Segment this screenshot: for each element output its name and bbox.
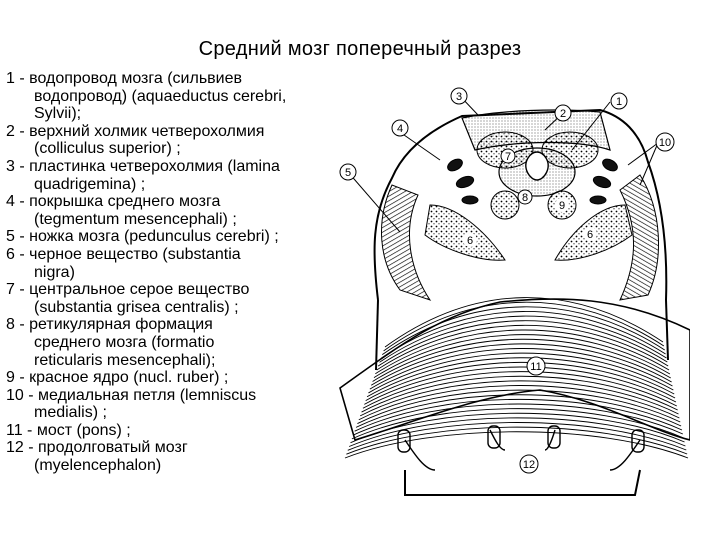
- legend: 1 - водопровод мозга (сильвиев водопрово…: [6, 70, 336, 475]
- label-1: 1: [611, 93, 627, 109]
- legend-line: medialis) ;: [6, 404, 336, 422]
- legend-item-12: 12 - продолговатый мозг (myelencephalon): [6, 439, 336, 474]
- cerebral-peduncle-left: [382, 185, 430, 300]
- legend-item-6: 6 - черное вещество (substantia nigra): [6, 246, 336, 281]
- aqueduct: [526, 152, 548, 180]
- legend-line: (tegmentum mesencephali) ;: [6, 211, 336, 229]
- red-nucleus-left: [491, 191, 519, 219]
- legend-line: (colliculus superior) ;: [6, 140, 336, 158]
- svg-text:8: 8: [522, 192, 528, 204]
- legend-item-11: 11 - мост (pons) ;: [6, 422, 336, 440]
- label-2: 2: [555, 105, 571, 121]
- legend-line: 1 - водопровод мозга (сильвиев: [6, 70, 242, 87]
- label-11: 11: [527, 357, 545, 375]
- legend-line: Sylvii);: [6, 105, 336, 123]
- pons-fibre: [374, 335, 670, 378]
- svg-text:7: 7: [505, 151, 511, 163]
- legend-line: 4 - покрышка среднего мозга: [6, 193, 220, 210]
- legend-line: водопровод) (aquaeductus cerebri,: [6, 88, 336, 106]
- pons-fibres: [345, 298, 688, 458]
- legend-item-4: 4 - покрышка среднего мозга (tegmentum m…: [6, 193, 336, 228]
- legend-line: среднего мозга (formatio: [6, 334, 336, 352]
- label-12: 12: [520, 455, 538, 473]
- label-6-right: 6: [583, 227, 597, 241]
- svg-text:11: 11: [530, 361, 541, 373]
- legend-item-3: 3 - пластинка четверохолмия (lamina quad…: [6, 158, 336, 193]
- svg-text:5: 5: [345, 167, 351, 179]
- pons-fibre: [362, 376, 678, 412]
- legend-line: 9 - красное ядро (nucl. ruber) ;: [6, 369, 228, 386]
- legend-item-9: 9 - красное ядро (nucl. ruber) ;: [6, 369, 336, 387]
- legend-line: 12 - продолговатый мозг: [6, 439, 188, 456]
- svg-text:1: 1: [616, 96, 622, 108]
- label-5: 5: [340, 164, 356, 180]
- legend-line: (myelencephalon): [6, 457, 336, 475]
- legend-item-7: 7 - центральное серое вещество (substant…: [6, 281, 336, 316]
- legend-line: 2 - верхний холмик четверохолмия: [6, 123, 264, 140]
- legend-line: 3 - пластинка четверохолмия (lamina: [6, 158, 280, 175]
- legend-item-2: 2 - верхний холмик четверохолмия (collic…: [6, 123, 336, 158]
- legend-line: quadrigemina) ;: [6, 176, 336, 194]
- midbrain-cross-section-figure: 1 2 3 4 5 6 6 7: [335, 78, 690, 523]
- pons-fibre: [360, 381, 678, 416]
- label-10: 10: [656, 133, 674, 151]
- svg-text:12: 12: [523, 459, 535, 471]
- legend-line: 11 - мост (pons) ;: [6, 422, 131, 439]
- label-8: 8: [518, 190, 532, 204]
- legend-line: reticularis mesencephali);: [6, 352, 336, 370]
- page-title: Средний мозг поперечный разрез: [0, 38, 720, 61]
- legend-line: 8 - ретикулярная формация: [6, 316, 213, 333]
- pons-fibre: [359, 385, 680, 419]
- legend-line: 7 - центральное серое вещество: [6, 281, 249, 298]
- svg-text:9: 9: [559, 200, 565, 212]
- svg-text:2: 2: [560, 108, 566, 120]
- legend-line: 10 - медиальная петля (lemniscus: [6, 387, 256, 404]
- legend-item-8: 8 - ретикулярная формация среднего мозга…: [6, 316, 336, 369]
- svg-text:10: 10: [659, 137, 671, 149]
- svg-text:4: 4: [397, 123, 403, 135]
- label-9: 9: [555, 198, 569, 212]
- legend-line: 5 - ножка мозга (pedunculus cerebri) ;: [6, 228, 279, 245]
- svg-text:6: 6: [587, 229, 593, 241]
- substantia-nigra-left: [425, 205, 505, 260]
- label-3: 3: [451, 88, 467, 104]
- legend-item-5: 5 - ножка мозга (pedunculus cerebri) ;: [6, 228, 336, 246]
- legend-line: 6 - черное вещество (substantia: [6, 246, 241, 263]
- label-7: 7: [501, 149, 515, 163]
- pons-fibre: [373, 339, 671, 381]
- svg-text:3: 3: [456, 91, 462, 103]
- legend-item-10: 10 - медиальная петля (lemniscus mediali…: [6, 387, 336, 422]
- legend-line: nigra): [6, 264, 336, 282]
- label-6-left: 6: [463, 233, 477, 247]
- legend-item-1: 1 - водопровод мозга (сильвиев водопрово…: [6, 70, 336, 123]
- legend-line: (substantia grisea centralis) ;: [6, 299, 336, 317]
- svg-text:6: 6: [467, 235, 473, 247]
- label-4: 4: [392, 120, 408, 136]
